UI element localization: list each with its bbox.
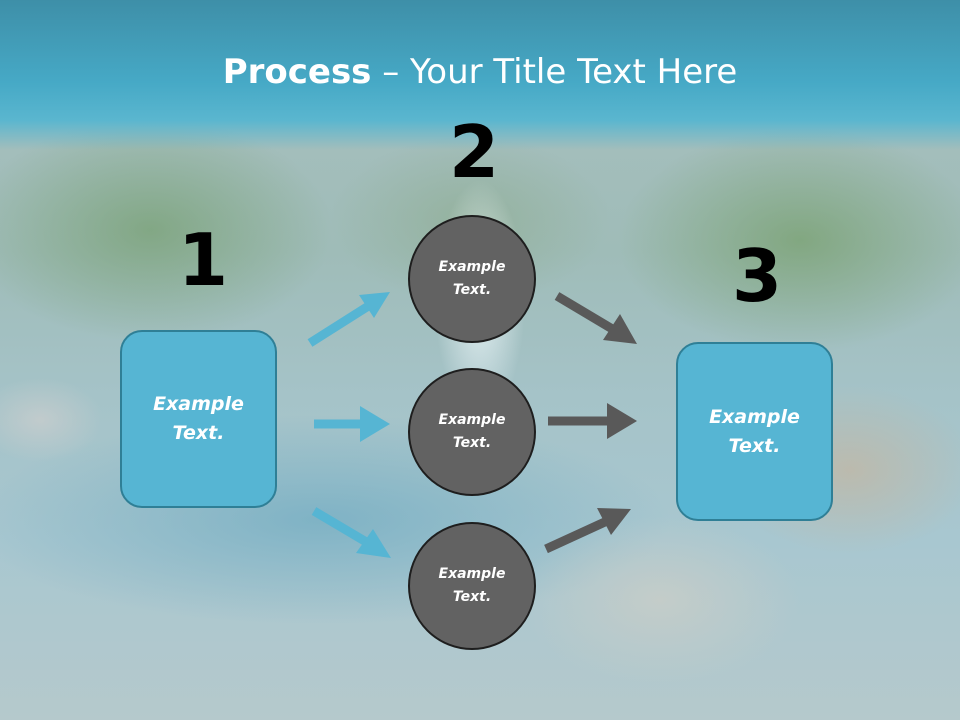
arrow-gray-down bbox=[554, 292, 637, 344]
title-band bbox=[0, 0, 960, 150]
step-number-1: 1 bbox=[178, 218, 229, 302]
step-number-2: 2 bbox=[449, 110, 500, 194]
process-box-right[interactable]: Example Text. bbox=[676, 342, 833, 521]
process-circle-bottom[interactable]: Example Text. bbox=[408, 522, 536, 650]
step-number-3: 3 bbox=[732, 234, 783, 318]
arrow-blue-right bbox=[314, 406, 390, 442]
arrow-gray-up bbox=[544, 508, 631, 554]
process-circle-top[interactable]: Example Text. bbox=[408, 215, 536, 343]
title-rest: – Your Title Text Here bbox=[371, 52, 738, 92]
arrow-blue-up bbox=[307, 292, 390, 347]
process-circle-middle[interactable]: Example Text. bbox=[408, 368, 536, 496]
arrow-gray-right bbox=[548, 403, 637, 439]
title-bold: Process bbox=[222, 52, 372, 92]
slide-title: Process – Your Title Text Here bbox=[0, 52, 960, 92]
process-box-left[interactable]: Example Text. bbox=[120, 330, 277, 508]
arrow-blue-down bbox=[311, 507, 391, 558]
